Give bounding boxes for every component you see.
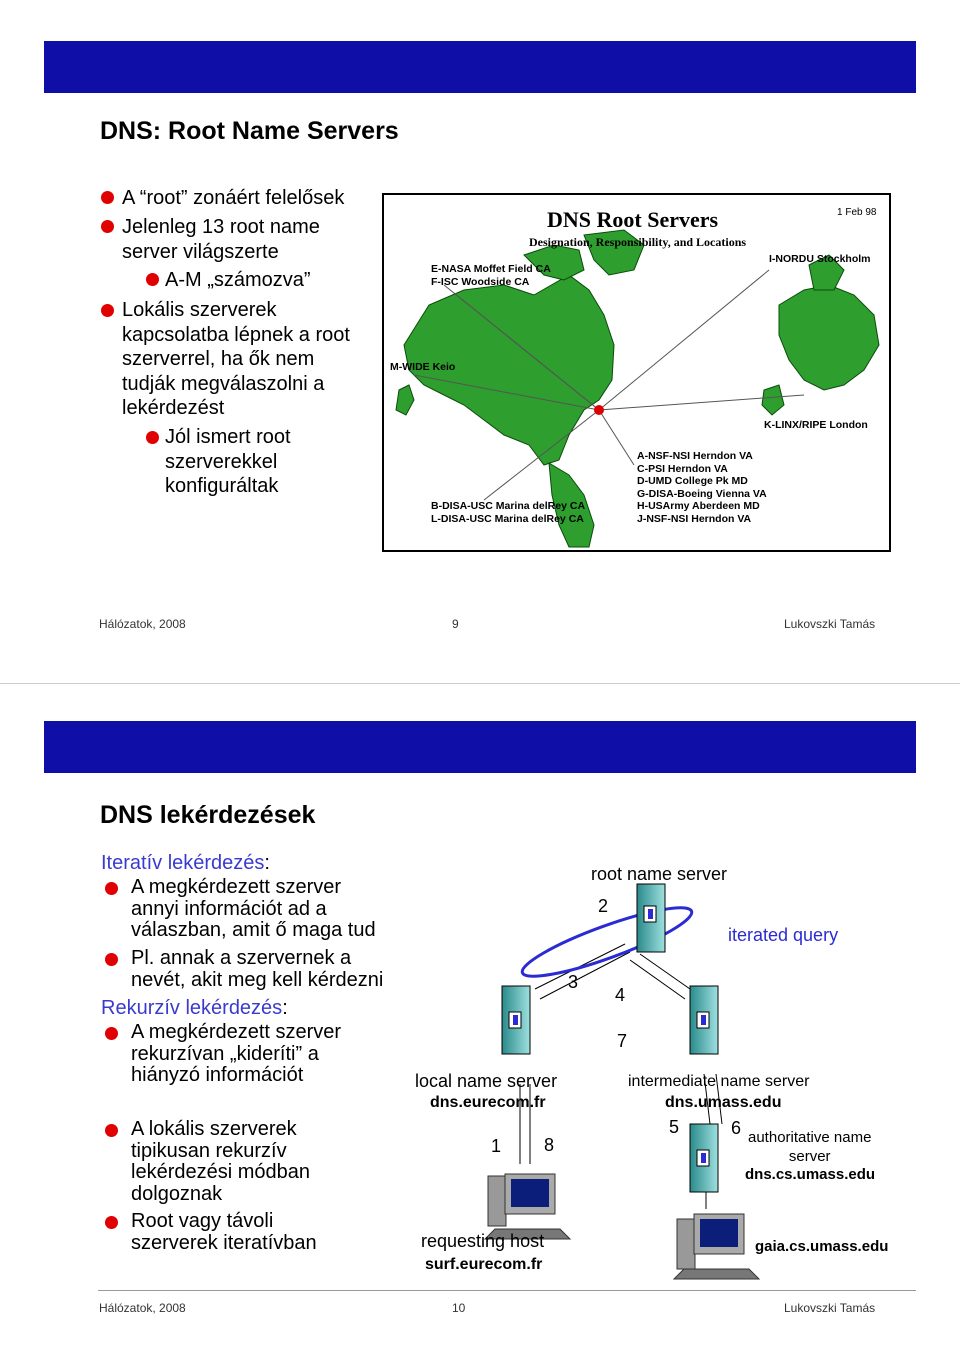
local-server-label: local name server: [415, 1071, 558, 1091]
root-server-tower: [636, 883, 666, 953]
root-server-label: root name server: [591, 864, 728, 884]
recursive-heading: Rekurzív lekérdezés:: [101, 997, 288, 1019]
step-3: 3: [568, 972, 579, 992]
greenland-west-shape: [523, 244, 585, 281]
slide-1: DNS: Root Name Servers A “root” zonáért …: [0, 0, 960, 672]
server-cluster-marker: [594, 405, 604, 415]
iterative-heading: Iteratív lekérdezés:: [101, 852, 270, 874]
requesting-host-label: requesting host: [421, 1231, 545, 1251]
iterated-query-label: iterated query: [728, 925, 839, 945]
bullet-dot: [101, 220, 114, 233]
bullet-dot: [105, 882, 118, 895]
bullet-3: Lokális szerverek kapcsolatba lépnek a r…: [122, 299, 350, 419]
slide-1-page-number: 9: [452, 617, 459, 631]
label-m: M-WIDE Keio: [390, 361, 456, 373]
slide-1-header-bar: [44, 41, 916, 93]
rek-bullet-3: Root vagy távoli szerverek iteratívban: [131, 1210, 317, 1254]
dns-root-servers-map: DNS Root Servers Designation, Responsibi…: [382, 193, 891, 552]
slide-2-footer-right: Lukovszki Tamás: [784, 1301, 876, 1315]
slide-2-page-number: 10: [452, 1301, 466, 1315]
iter-bullet-1: A megkérdezett szerver annyi információt…: [131, 876, 376, 941]
local-server-tower: [501, 985, 531, 1055]
step-7: 7: [617, 1031, 628, 1051]
north-america-shape: [403, 274, 615, 466]
label-bl: B-DISA-USC Marina delRey CA L-DISA-USC M…: [431, 500, 586, 525]
map-date: 1 Feb 98: [837, 207, 877, 218]
iter-bullet-2: Pl. annak a szervernek a nevét, akit meg…: [131, 947, 384, 991]
slide-2: DNS lekérdezések Iteratív lekérdezés: A …: [0, 684, 960, 1367]
gaia-host-name: gaia.cs.umass.edu: [755, 1238, 889, 1255]
rek-bullet-2: A lokális szerverek tipikusan rekurzív l…: [131, 1118, 310, 1205]
authoritative-server-label: authoritative name server: [748, 1129, 872, 1165]
uk-shape: [761, 384, 785, 416]
label-ef: E-NASA Moffet Field CA F-ISC Woodside CA: [431, 263, 551, 288]
step-8: 8: [544, 1135, 555, 1155]
slide-2-title: DNS lekérdezések: [100, 801, 316, 829]
slide-1-title: DNS: Root Name Servers: [100, 117, 399, 145]
step-1: 1: [491, 1136, 502, 1156]
label-i: I-NORDU Stockholm: [769, 253, 871, 265]
gaia-host-computer: [672, 1213, 761, 1280]
map-title: DNS Root Servers: [547, 207, 719, 232]
bullet-2: Jelenleg 13 root name server világszerte: [122, 216, 320, 263]
step-6: 6: [731, 1118, 742, 1138]
bullet-dot: [101, 304, 114, 317]
authoritative-server-tower: [689, 1123, 719, 1193]
bullet-dot: [105, 1124, 118, 1137]
japan-shape: [395, 384, 415, 416]
bullet-dot: [105, 1027, 118, 1040]
requesting-host-name: surf.eurecom.fr: [425, 1256, 543, 1273]
step-2: 2: [598, 896, 609, 916]
bullet-2-sub: A-M „számozva”: [165, 269, 311, 291]
step-4: 4: [615, 985, 626, 1005]
slide-1-footer-left: Hálózatok, 2008: [99, 617, 186, 631]
slide-2-footer-left: Hálózatok, 2008: [99, 1301, 186, 1315]
slide-separator: [0, 683, 960, 684]
requesting-host-computer: [483, 1173, 572, 1240]
bullet-3-sub: Jól ismert root szerverekkel konfigurált…: [165, 426, 291, 497]
scandinavia-shape: [808, 254, 845, 291]
bullet-dot: [105, 953, 118, 966]
map-subtitle: Designation, Responsibility, and Locatio…: [529, 235, 747, 249]
slide-1-footer-right: Lukovszki Tamás: [784, 617, 876, 631]
bullet-dot: [105, 1216, 118, 1229]
authoritative-server-host: dns.cs.umass.edu: [745, 1166, 876, 1183]
label-k: K-LINX/RIPE London: [764, 419, 868, 431]
intermediate-server-tower: [689, 985, 719, 1055]
slide-2-footer-rule: [98, 1290, 916, 1291]
south-america-shape: [548, 462, 595, 548]
local-server-host: dns.eurecom.fr: [430, 1094, 546, 1111]
slide-2-header-bar: [44, 721, 916, 773]
world-map-graphic: [395, 229, 880, 548]
bullet-dot: [146, 273, 159, 286]
europe-shape: [778, 284, 880, 391]
bullet-dot: [146, 431, 159, 444]
step-5: 5: [669, 1117, 680, 1137]
bullet-dot: [101, 191, 114, 204]
label-east: A-NSF-NSI Herndon VA C-PSI Herndon VA D-…: [637, 450, 767, 525]
bullet-1: A “root” zonáért felelősek: [122, 187, 345, 209]
connection-lines: [413, 269, 805, 501]
intermediate-server-label: intermediate name server: [628, 1073, 810, 1090]
rek-bullet-1: A megkérdezett szerver rekurzívan „kider…: [131, 1021, 342, 1086]
intermediate-server-host: dns.umass.edu: [665, 1094, 782, 1111]
greenland-shape: [583, 229, 645, 276]
